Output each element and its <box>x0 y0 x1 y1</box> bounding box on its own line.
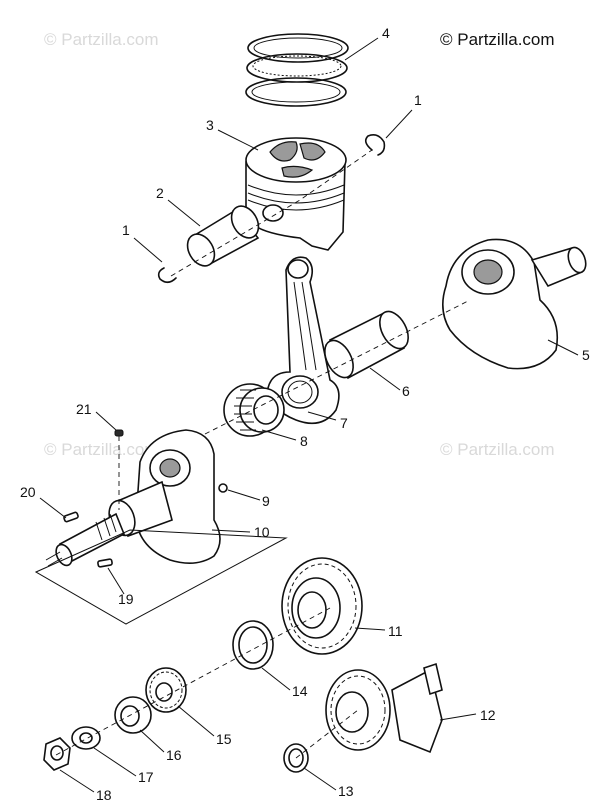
assembly-outline <box>34 529 288 625</box>
leader-6 <box>369 367 401 391</box>
leader-5 <box>547 339 579 356</box>
callout-17: 17 <box>138 769 154 785</box>
piston-pin[interactable] <box>182 201 264 270</box>
callout-21: 21 <box>76 401 92 417</box>
leader-2 <box>167 199 201 227</box>
leader-3 <box>217 129 259 151</box>
callout-4: 4 <box>382 25 390 41</box>
callout-6: 6 <box>402 383 410 399</box>
callout-7: 7 <box>340 415 348 431</box>
leader-15 <box>177 705 215 737</box>
pin-19[interactable] <box>97 558 113 568</box>
callout-15: 15 <box>216 731 232 747</box>
leader-10 <box>211 529 251 533</box>
crank-pin[interactable] <box>319 307 414 383</box>
callout-16: 16 <box>166 747 182 763</box>
crankshaft-assembly[interactable] <box>45 429 221 568</box>
axis-balancer <box>295 709 359 759</box>
leader-16 <box>139 729 165 753</box>
callout-10: 10 <box>254 524 270 540</box>
callout-8: 8 <box>300 433 308 449</box>
leader-1-upper <box>385 109 413 139</box>
leader-17 <box>93 747 137 777</box>
leader-14 <box>261 667 291 691</box>
leader-1-lower <box>133 237 163 263</box>
leader-7 <box>307 411 337 421</box>
watermark-middle-left: © Partzilla.com <box>44 440 159 459</box>
leader-20 <box>39 497 67 519</box>
callout-13: 13 <box>338 783 354 799</box>
callout-18: 18 <box>96 787 112 803</box>
needle-bearing[interactable] <box>223 383 285 437</box>
piston[interactable] <box>245 137 347 251</box>
watermark-middle-right: © Partzilla.com <box>440 440 555 459</box>
callout-1-lower: 1 <box>122 222 130 238</box>
callout-20: 20 <box>20 484 36 500</box>
brand-label: © Partzilla.com <box>440 30 555 49</box>
callout-12: 12 <box>480 707 496 723</box>
washer-17[interactable] <box>71 726 101 750</box>
callout-1-upper: 1 <box>414 92 422 108</box>
callout-3: 3 <box>206 117 214 133</box>
leader-8 <box>261 429 297 441</box>
callout-19: 19 <box>118 591 134 607</box>
leader-21 <box>95 411 117 431</box>
callout-11: 11 <box>388 623 403 639</box>
pin-21[interactable] <box>114 429 124 437</box>
ring-clip-upper[interactable] <box>364 134 386 156</box>
leader-9 <box>227 489 261 501</box>
drive-gear[interactable] <box>281 557 363 655</box>
ring-clip-lower[interactable] <box>157 267 177 284</box>
leader-13 <box>303 767 337 791</box>
gear-15[interactable] <box>145 667 187 713</box>
leader-18 <box>59 769 95 793</box>
ball-9[interactable] <box>218 483 228 493</box>
leader-11 <box>354 627 386 631</box>
crankshaft-half[interactable] <box>442 238 589 370</box>
key-20[interactable] <box>63 511 79 523</box>
leader-12 <box>439 713 477 721</box>
balancer-shaft[interactable] <box>325 662 443 754</box>
lock-washer-16[interactable] <box>114 696 152 734</box>
watermark-top-left: © Partzilla.com <box>44 30 159 49</box>
axis-upper <box>204 299 471 435</box>
callout-9: 9 <box>262 493 270 509</box>
connecting-rod[interactable] <box>267 256 340 425</box>
callout-14: 14 <box>292 683 308 699</box>
leader-19 <box>107 567 125 595</box>
washer-14[interactable] <box>232 620 274 670</box>
callout-5: 5 <box>582 347 590 363</box>
callout-2: 2 <box>156 185 164 201</box>
leader-4 <box>344 37 379 61</box>
piston-rings[interactable] <box>245 33 349 107</box>
axis-lower <box>55 607 331 756</box>
axis-pin <box>170 149 373 277</box>
